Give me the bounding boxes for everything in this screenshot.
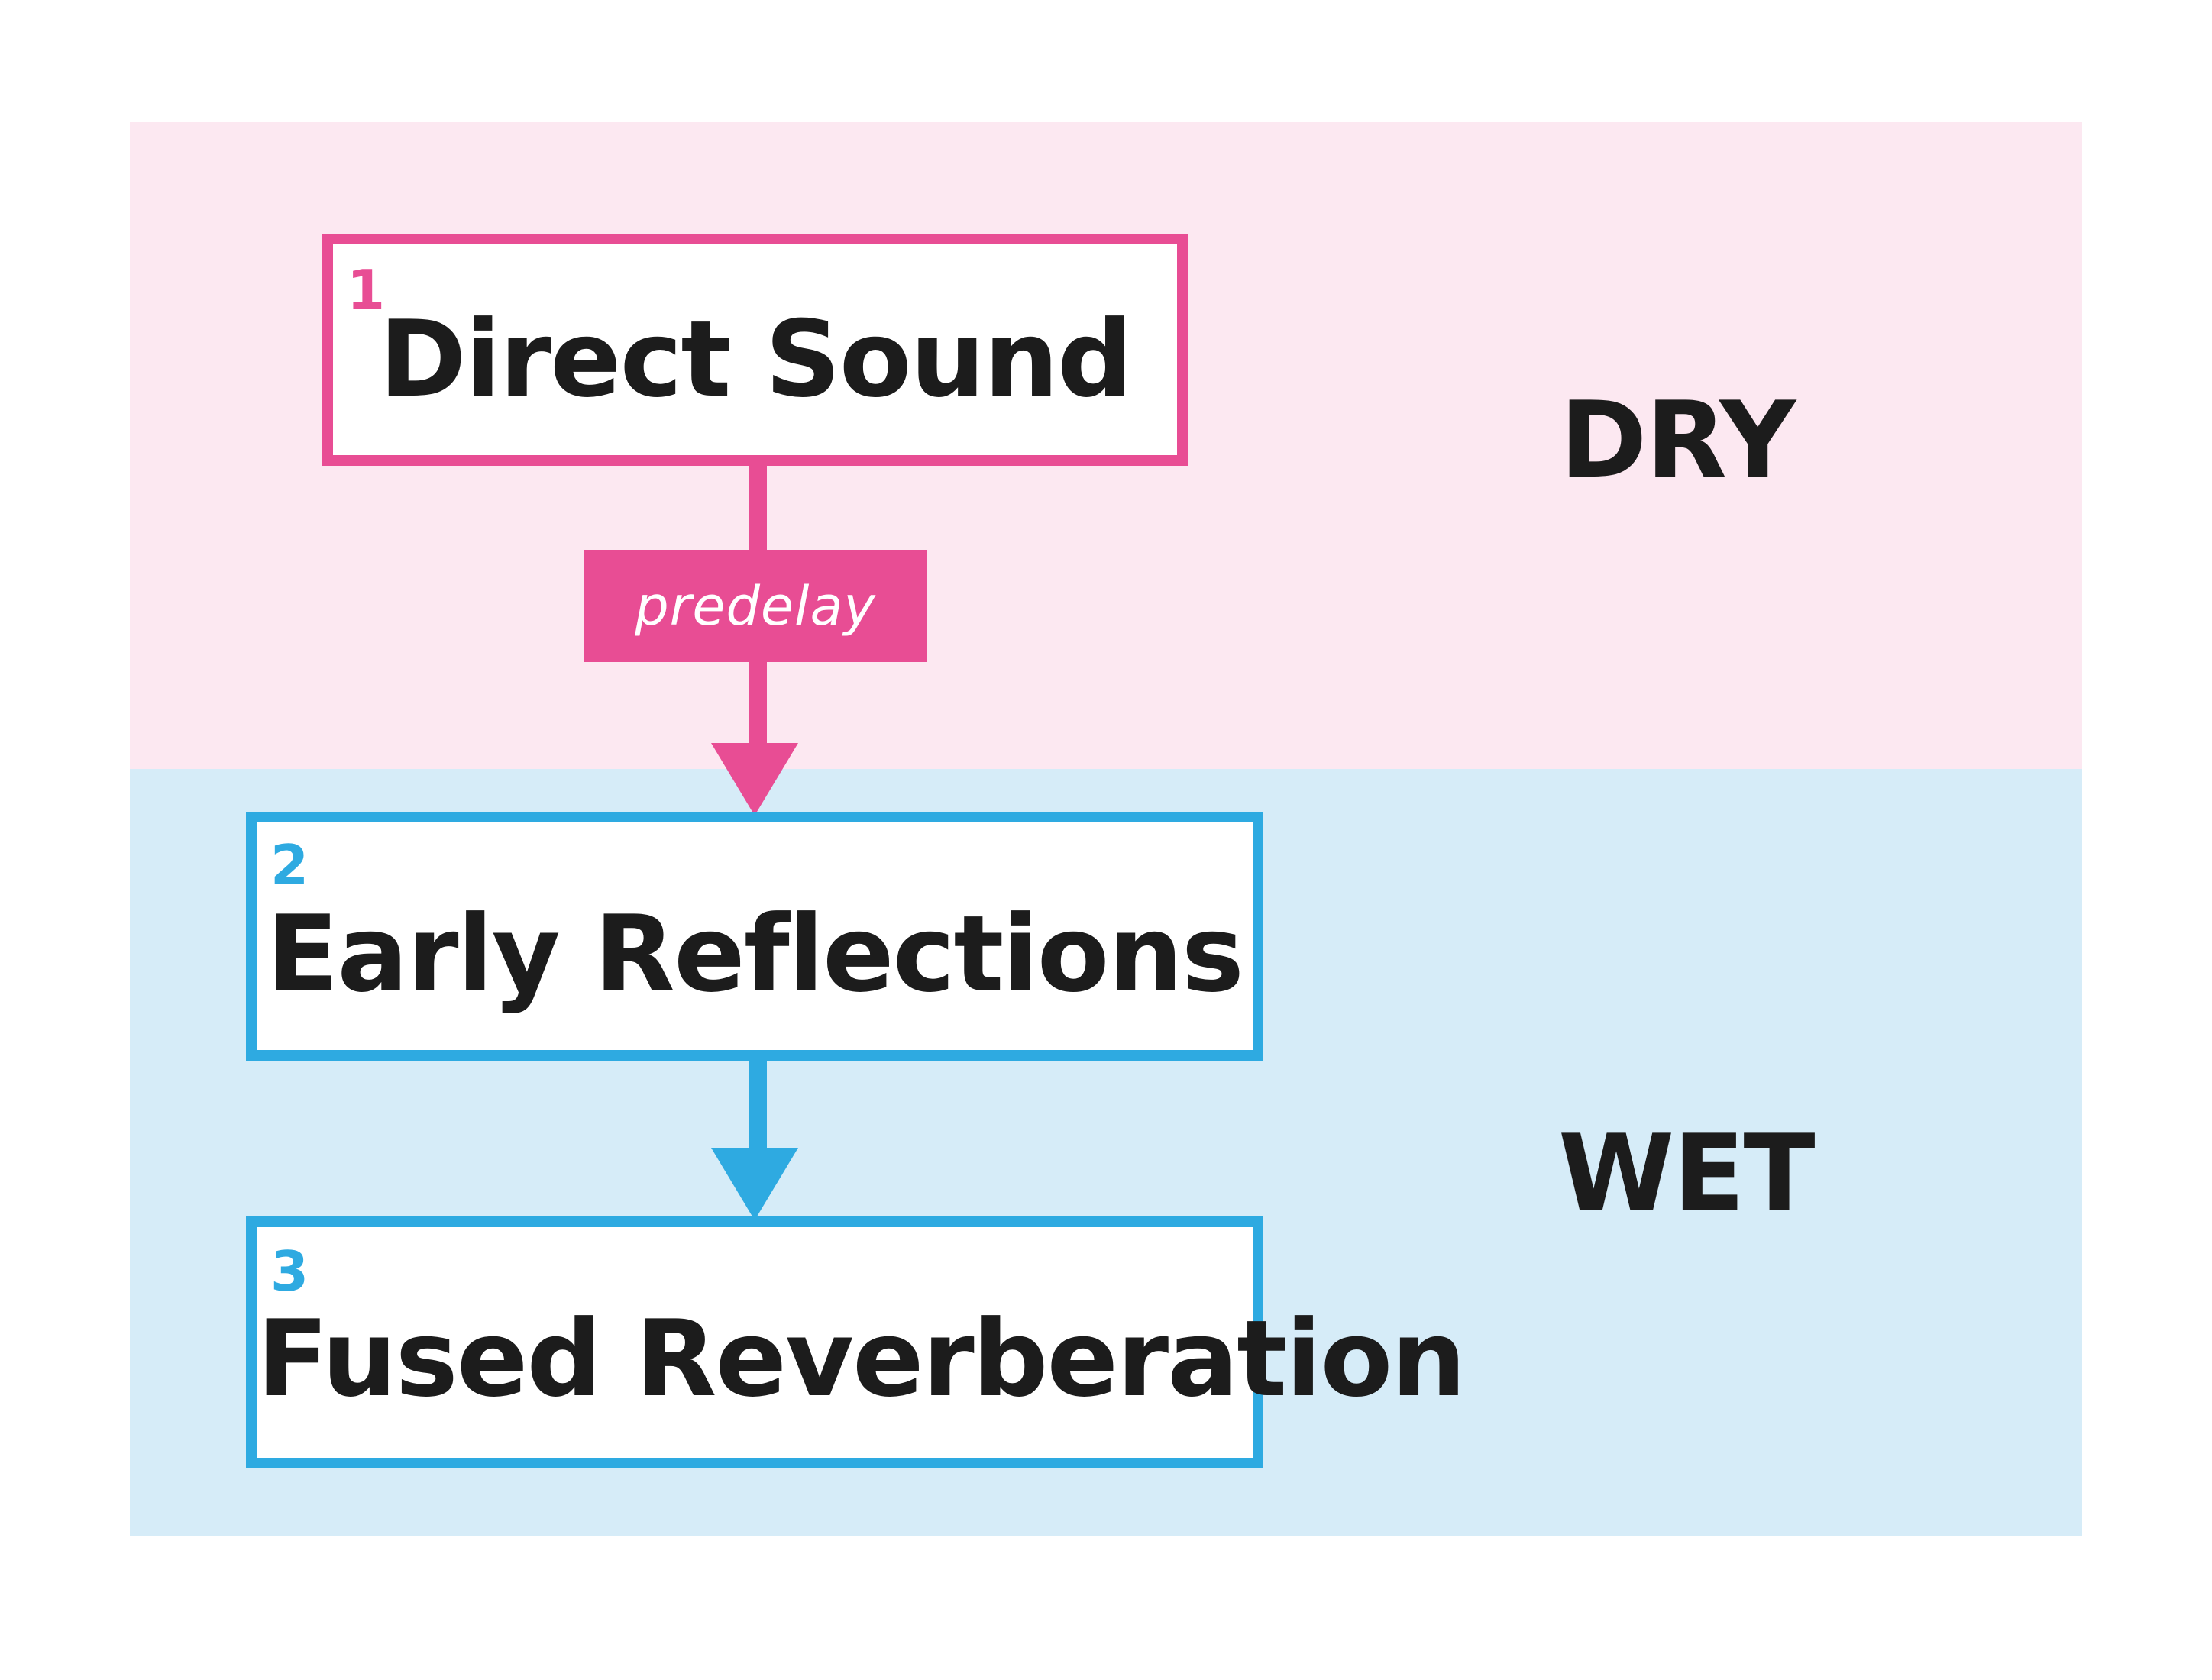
connector-line bbox=[749, 661, 767, 745]
predelay-label: predelay bbox=[635, 574, 876, 638]
wet-zone-label: WET bbox=[1558, 1112, 1816, 1235]
connector-line bbox=[749, 1057, 767, 1150]
predelay-label-box: predelay bbox=[584, 550, 927, 662]
step-number: 1 bbox=[347, 258, 386, 322]
arrow-head bbox=[711, 1148, 798, 1220]
early-reflections-label: Early Reflections bbox=[267, 893, 1244, 1016]
step-number: 2 bbox=[270, 833, 309, 897]
direct-sound-label: Direct Sound bbox=[379, 298, 1133, 421]
dry-zone-label: DRY bbox=[1560, 379, 1796, 502]
direct-sound-box: 1 Direct Sound bbox=[322, 234, 1188, 466]
fused-reverberation-box: 3 Fused Reverberation bbox=[246, 1216, 1467, 1468]
arrow-head bbox=[711, 743, 798, 816]
connector-line bbox=[749, 463, 767, 551]
fused-reverberation-label: Fused Reverberation bbox=[257, 1297, 1467, 1420]
early-reflections-box: 2 Early Reflections bbox=[246, 812, 1263, 1061]
step-number: 3 bbox=[270, 1239, 309, 1304]
